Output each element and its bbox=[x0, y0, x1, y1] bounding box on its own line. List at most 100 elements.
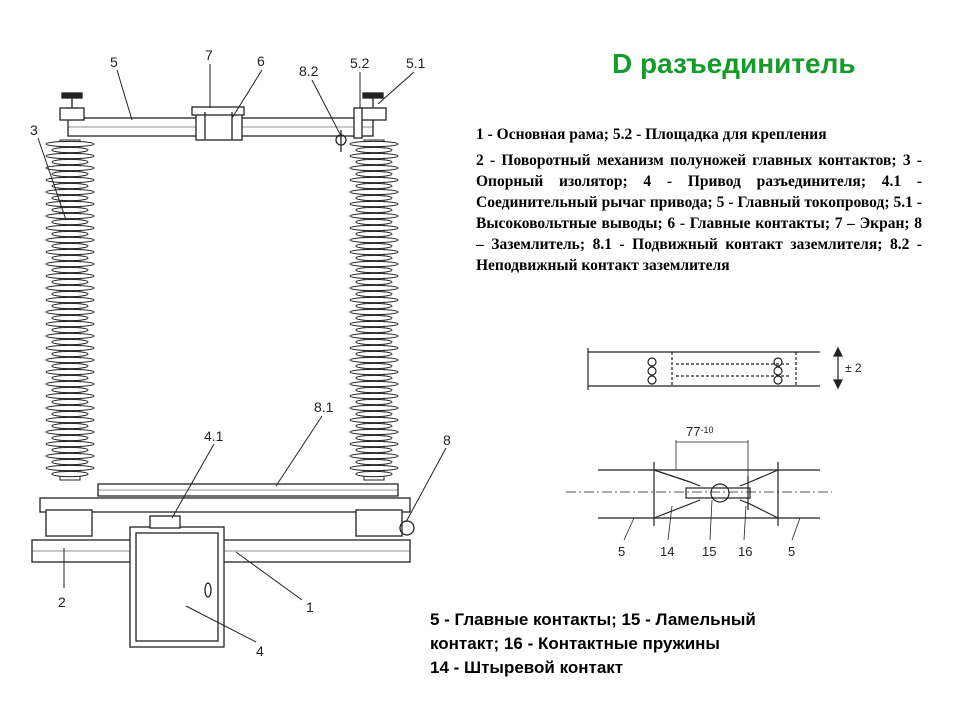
insulator-shed bbox=[45, 284, 95, 292]
insulator-shed bbox=[45, 260, 95, 268]
legend-bottom-line-3: 14 - Штыревой контакт bbox=[430, 658, 624, 677]
insulator-shed bbox=[355, 374, 393, 382]
insulator-right bbox=[349, 139, 399, 481]
insulator-shed bbox=[51, 470, 89, 478]
insulator-shed bbox=[51, 434, 89, 442]
main-contact bbox=[195, 111, 243, 141]
insulator-shed bbox=[355, 278, 393, 286]
insulator-shed bbox=[355, 422, 393, 430]
insulator-shed bbox=[349, 260, 399, 268]
insulator-shed bbox=[349, 272, 399, 280]
insulator-shed bbox=[355, 398, 393, 406]
insulator-shed bbox=[45, 272, 95, 280]
insulator-shed bbox=[51, 182, 89, 190]
insulator-shed bbox=[51, 338, 89, 346]
insulator-left bbox=[45, 139, 95, 481]
insulator-shed bbox=[349, 164, 399, 172]
insulator-shed bbox=[51, 374, 89, 382]
insulator-shed bbox=[349, 296, 399, 304]
insulator-shed bbox=[349, 392, 399, 400]
insulator-shed bbox=[45, 152, 95, 160]
label-5-1: 5.1 bbox=[406, 55, 426, 71]
insulator-shed bbox=[51, 290, 89, 298]
dimension-label: 77-10 bbox=[686, 424, 713, 439]
insulator-shed bbox=[355, 230, 393, 238]
insulator-shed bbox=[349, 332, 399, 340]
insulator-shed bbox=[355, 158, 393, 166]
legend-bottom-line-2: контакт; 16 - Контактные пружины bbox=[430, 634, 720, 653]
insulator-shed bbox=[349, 200, 399, 208]
insulator-shed bbox=[349, 452, 399, 460]
insulator-shed bbox=[355, 362, 393, 370]
insulator-shed bbox=[45, 440, 95, 448]
insulator-shed bbox=[51, 410, 89, 418]
detail-label-5b: 5 bbox=[788, 544, 795, 559]
insulator-shed bbox=[51, 242, 89, 250]
insulator-shed bbox=[349, 356, 399, 364]
insulator-shed bbox=[45, 320, 95, 328]
detail-label-16: 16 bbox=[738, 544, 752, 559]
insulator-shed bbox=[355, 182, 393, 190]
label-7: 7 bbox=[205, 47, 213, 63]
insulator-shed bbox=[349, 344, 399, 352]
insulator-shed bbox=[349, 236, 399, 244]
insulator-shed bbox=[45, 308, 95, 316]
insulator-shed bbox=[45, 416, 95, 424]
label-8: 8 bbox=[443, 432, 451, 448]
insulator-shed bbox=[355, 434, 393, 442]
insulator-shed bbox=[51, 230, 89, 238]
insulator-shed bbox=[45, 380, 95, 388]
insulator-shed bbox=[45, 212, 95, 220]
label-5-2: 5.2 bbox=[350, 55, 370, 71]
insulator-shed bbox=[51, 422, 89, 430]
insulator-shed bbox=[355, 410, 393, 418]
insulator-shed bbox=[51, 350, 89, 358]
insulator-shed bbox=[349, 152, 399, 160]
insulator-shed bbox=[51, 170, 89, 178]
insulator-shed bbox=[355, 350, 393, 358]
insulator-shed bbox=[51, 254, 89, 262]
insulator-shed bbox=[349, 440, 399, 448]
legend-top-line-1: 1 - Основная рама; 5.2 - Площадка для кр… bbox=[476, 126, 827, 143]
insulator-shed bbox=[45, 356, 95, 364]
insulator-shed bbox=[349, 464, 399, 472]
insulator-shed bbox=[349, 176, 399, 184]
insulator-shed bbox=[355, 218, 393, 226]
label-4-1: 4.1 bbox=[204, 428, 224, 444]
insulator-shed bbox=[355, 338, 393, 346]
insulator-shed bbox=[51, 398, 89, 406]
insulator-shed bbox=[349, 320, 399, 328]
label-8-2: 8.2 bbox=[299, 63, 319, 79]
insulator-shed bbox=[349, 416, 399, 424]
insulator-shed bbox=[45, 452, 95, 460]
insulator-shed bbox=[51, 314, 89, 322]
insulator-shed bbox=[51, 266, 89, 274]
insulator-shed bbox=[349, 140, 399, 148]
tolerance-label: ± 2 bbox=[845, 361, 862, 375]
insulator-shed bbox=[51, 218, 89, 226]
insulator-shed bbox=[355, 470, 393, 478]
insulator-shed bbox=[45, 176, 95, 184]
insulator-shed bbox=[355, 206, 393, 214]
rotating-mechanism-left bbox=[45, 509, 93, 537]
insulator-shed bbox=[355, 458, 393, 466]
insulator-shed bbox=[51, 326, 89, 334]
insulator-shed bbox=[51, 146, 89, 154]
insulator-shed bbox=[45, 296, 95, 304]
insulator-shed bbox=[51, 278, 89, 286]
insulator-shed bbox=[355, 266, 393, 274]
insulator-shed bbox=[51, 446, 89, 454]
insulator-shed bbox=[45, 344, 95, 352]
insulator-shed bbox=[45, 368, 95, 376]
insulator-shed bbox=[355, 254, 393, 262]
insulator-shed bbox=[45, 188, 95, 196]
detail-label-15: 15 bbox=[702, 544, 716, 559]
insulator-shed bbox=[51, 458, 89, 466]
insulator-shed bbox=[45, 404, 95, 412]
insulator-shed bbox=[51, 302, 89, 310]
insulator-shed bbox=[51, 386, 89, 394]
page-title: D разъединитель bbox=[612, 48, 856, 79]
label-5: 5 bbox=[110, 54, 118, 70]
insulator-shed bbox=[349, 428, 399, 436]
